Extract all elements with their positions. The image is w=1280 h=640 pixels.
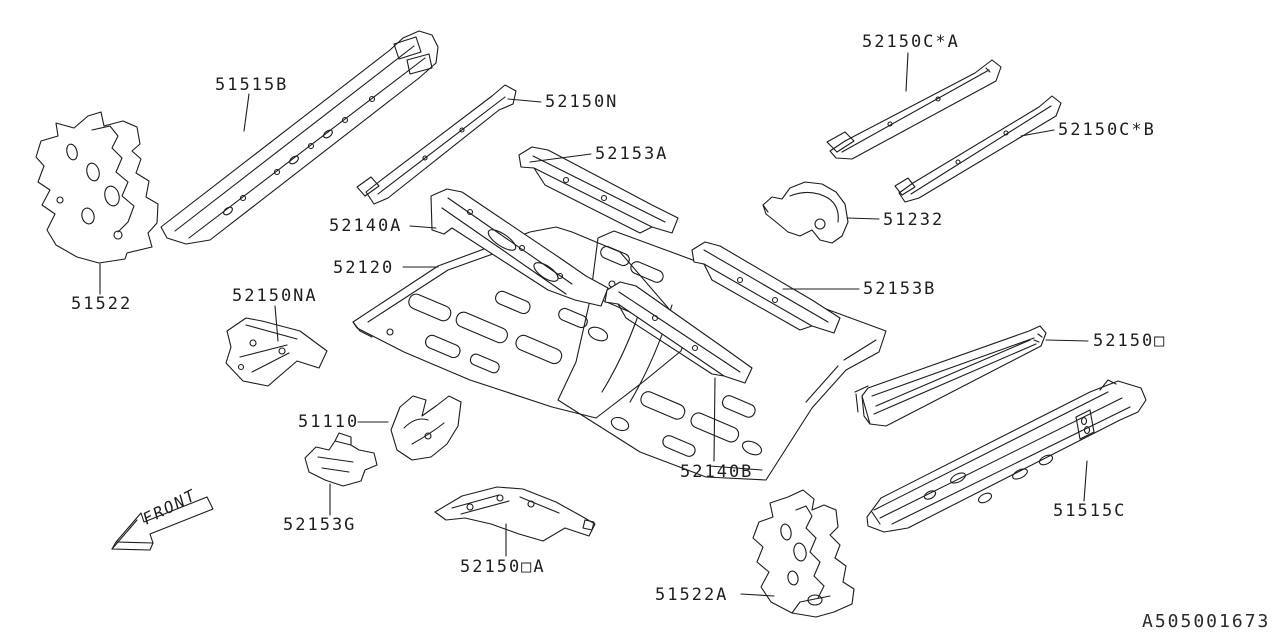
part-51110-drawing	[390, 395, 462, 461]
part-51515C-drawing	[866, 379, 1147, 533]
part-52150N-drawing	[356, 84, 517, 205]
part-52140B-drawing	[604, 281, 753, 384]
part-52150C-A-drawing	[826, 59, 1002, 160]
leader-lines	[99, 52, 1089, 597]
part-label-52140B: 52140B	[680, 462, 753, 482]
part-label-51522A: 51522A	[655, 585, 728, 605]
part-52153G-drawing	[304, 432, 378, 487]
part-label-52150NA: 52150NA	[232, 286, 318, 306]
part-label-52140A: 52140A	[329, 216, 402, 236]
part-52150-sq-A-drawing	[434, 486, 596, 542]
part-label-51515B: 51515B	[215, 75, 288, 95]
front-direction-label: FRONT	[139, 485, 199, 528]
part-51522-drawing	[35, 111, 159, 264]
part-label-52150C-B: 52150C*B	[1058, 120, 1156, 140]
part-label-52150C-A: 52150C*A	[862, 32, 960, 52]
part-51522A-drawing	[752, 489, 855, 618]
part-label-51232: 51232	[883, 210, 944, 230]
part-label-51522: 51522	[71, 294, 132, 314]
part-label-52150N: 52150N	[545, 92, 618, 112]
part-label-52153B: 52153B	[863, 279, 936, 299]
part-51515B-drawing	[160, 30, 439, 245]
part-label-52153A: 52153A	[595, 144, 668, 164]
part-label-52153G: 52153G	[283, 515, 356, 535]
part-52153B-drawing	[691, 241, 841, 334]
part-52150NA-drawing	[225, 317, 328, 387]
part-label-52150-sq-A: 52150□A	[460, 557, 546, 577]
part-label-52150-sq: 52150□	[1093, 331, 1166, 351]
front-direction-arrow	[111, 496, 214, 551]
part-52150-sq-drawing	[854, 325, 1047, 427]
part-label-51110: 51110	[298, 412, 359, 432]
part-label-52120: 52120	[333, 258, 394, 278]
part-52120-drawing	[352, 226, 689, 419]
part-51232-drawing	[762, 181, 849, 244]
part-52153A-drawing	[518, 146, 679, 234]
drawing-number: A505001673	[1142, 611, 1270, 632]
part-label-51515C: 51515C	[1053, 501, 1126, 521]
part-52140A-drawing	[430, 188, 609, 307]
part-52150C-B-drawing	[894, 95, 1062, 203]
